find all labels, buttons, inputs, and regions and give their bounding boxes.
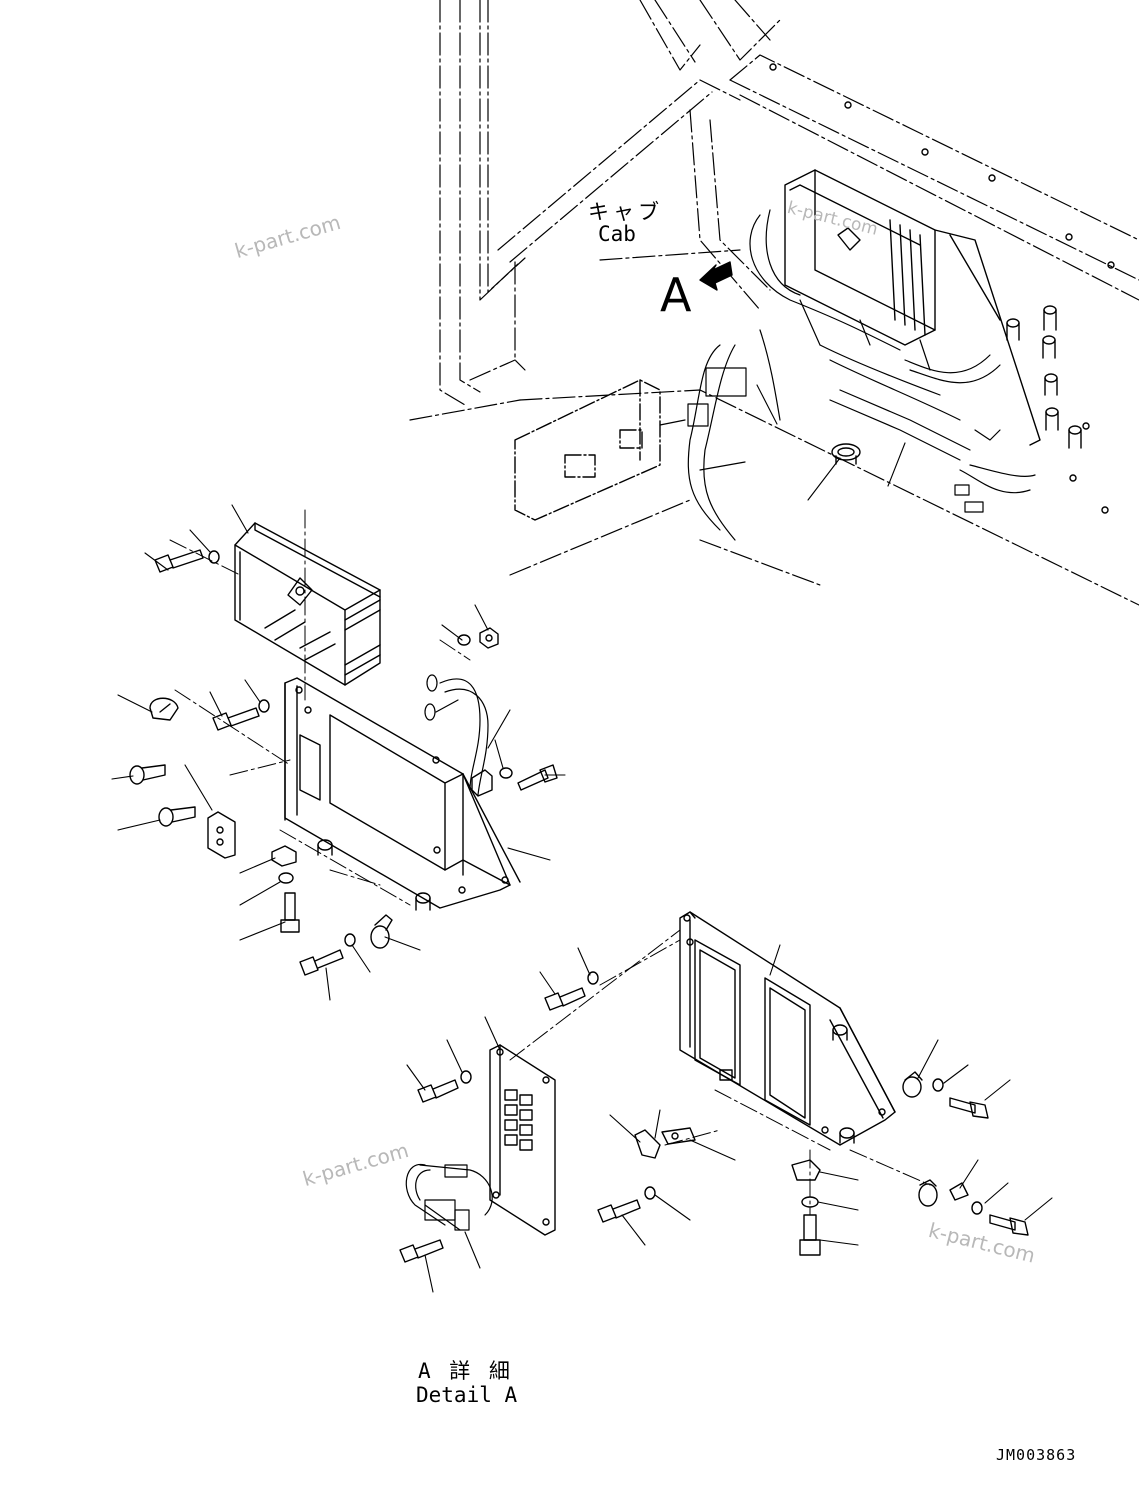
bracket-small-1 [634, 1129, 661, 1159]
cab-secondary-box [514, 379, 661, 521]
upper-leaders [111, 504, 566, 1001]
washer-4 [499, 767, 513, 779]
washer-9 [644, 1186, 656, 1200]
cab-label-english: Cab [598, 222, 636, 246]
bolt-4 [158, 806, 196, 827]
mounting-bracket-upper [284, 677, 521, 911]
connector-plate-upper [207, 811, 236, 859]
detail-a-label-english: Detail A [416, 1383, 518, 1407]
washer-8 [460, 1070, 472, 1084]
washer-6 [344, 933, 356, 947]
cab-wire-harness [749, 209, 1036, 513]
washer-1 [208, 550, 220, 564]
lower-leaders [406, 944, 1053, 1293]
bolt-8 [544, 987, 586, 1011]
wire-harness-lower [405, 1163, 493, 1231]
bolt-13 [949, 1097, 989, 1119]
washer-11 [932, 1078, 944, 1092]
cab-label-japanese: キャブ [588, 200, 663, 224]
bolt-12 [799, 1214, 821, 1256]
clamp-7 [902, 1071, 923, 1098]
bolt-9 [417, 1079, 459, 1103]
bolt-7 [299, 949, 344, 976]
bolt-3 [129, 764, 166, 785]
controller-box [234, 522, 381, 686]
clamp-4 [370, 914, 393, 949]
clamp-3 [271, 845, 297, 867]
view-a-label: A [660, 268, 692, 322]
bolt-6 [280, 892, 300, 933]
bolt-5 [517, 764, 558, 791]
clamp-8 [918, 1179, 938, 1207]
washer-2 [457, 634, 471, 646]
bolt-11 [597, 1199, 641, 1223]
relay-plate [489, 1044, 556, 1236]
clamp-5 [661, 1127, 696, 1145]
clamp-6 [791, 1159, 821, 1181]
nut-1 [479, 627, 499, 649]
washer-12 [971, 1201, 983, 1215]
bracket-small-2 [949, 1182, 969, 1201]
cab-harness-lower [659, 329, 781, 541]
cab-right-fittings [1006, 305, 1082, 449]
view-arrow-a [699, 261, 733, 291]
bolt-14 [989, 1214, 1029, 1236]
mounting-bracket-lower [679, 911, 896, 1146]
drawing-number: JM003863 [996, 1446, 1077, 1464]
bolt-1 [154, 549, 204, 573]
cab-panel-bolts [769, 63, 1115, 514]
washer-5 [278, 872, 294, 884]
washer-3 [258, 699, 270, 713]
wire-harness-upper [424, 674, 489, 796]
bolt-10 [399, 1239, 444, 1263]
assembly-centerlines [169, 509, 471, 906]
cab-leaders [756, 384, 906, 501]
detail-a-label-japanese: A 詳 細 [418, 1359, 513, 1383]
clamp-2 [471, 769, 493, 797]
cab-frame-outline [409, 0, 1139, 606]
clamp-1 [149, 697, 179, 721]
washer-7 [587, 971, 599, 985]
